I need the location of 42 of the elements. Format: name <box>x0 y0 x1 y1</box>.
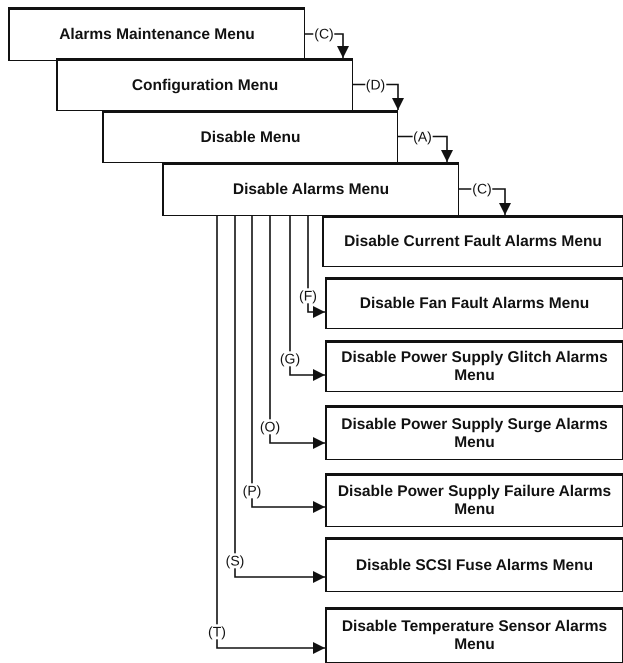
edge-label: (T) <box>207 624 227 640</box>
arrow <box>307 216 325 318</box>
menu-title: Disable Power Supply Failure Alarms Menu <box>336 483 612 519</box>
arrow <box>251 216 325 513</box>
arrow <box>234 216 325 583</box>
arrow <box>305 33 349 58</box>
arrow <box>289 216 325 381</box>
menu-title: Disable Menu <box>200 128 300 146</box>
menu-box <box>8 7 305 61</box>
edge-label: (S) <box>224 553 246 569</box>
menu-title: Disable Power Supply Surge Alarms Menu <box>340 416 609 452</box>
menu-title: Alarms Maintenance Menu <box>59 26 255 44</box>
edge-label: (F) <box>298 288 318 304</box>
edge-label: (C) <box>471 181 493 197</box>
menu-box <box>325 473 623 527</box>
menu-box <box>325 277 623 329</box>
menu-title: Disable SCSI Fuse Alarms Menu <box>356 556 594 574</box>
arrow <box>216 216 325 654</box>
menu-box <box>102 110 398 163</box>
menu-box <box>325 405 623 460</box>
edge-label: (G) <box>278 351 302 367</box>
menu-title: Disable Power Supply Glitch Alarms Menu <box>340 349 609 385</box>
arrow <box>269 216 325 449</box>
menu-title: Disable Current Fault Alarms Menu <box>344 233 602 251</box>
menu-title: Disable Alarms Menu <box>232 181 390 199</box>
edge-label: (A) <box>412 128 433 144</box>
menu-box <box>56 58 353 111</box>
arrow <box>459 188 511 215</box>
menu-title: Disable Temperature Sensor Alarms Menu <box>340 618 608 654</box>
edge-label: (C) <box>313 26 335 42</box>
arrow <box>353 84 404 110</box>
edge-label: (D) <box>364 76 386 92</box>
arrow <box>398 136 453 162</box>
menu-box <box>325 607 623 663</box>
menu-box <box>325 340 623 392</box>
menu-title: Configuration Menu <box>132 76 278 94</box>
menu-box <box>162 162 459 216</box>
edge-label: (O) <box>258 419 282 435</box>
menu-title: Disable Fan Fault Alarms Menu <box>360 295 590 313</box>
edge-label: (P) <box>242 483 262 499</box>
menu-box <box>325 537 623 592</box>
menu-box <box>322 215 623 267</box>
